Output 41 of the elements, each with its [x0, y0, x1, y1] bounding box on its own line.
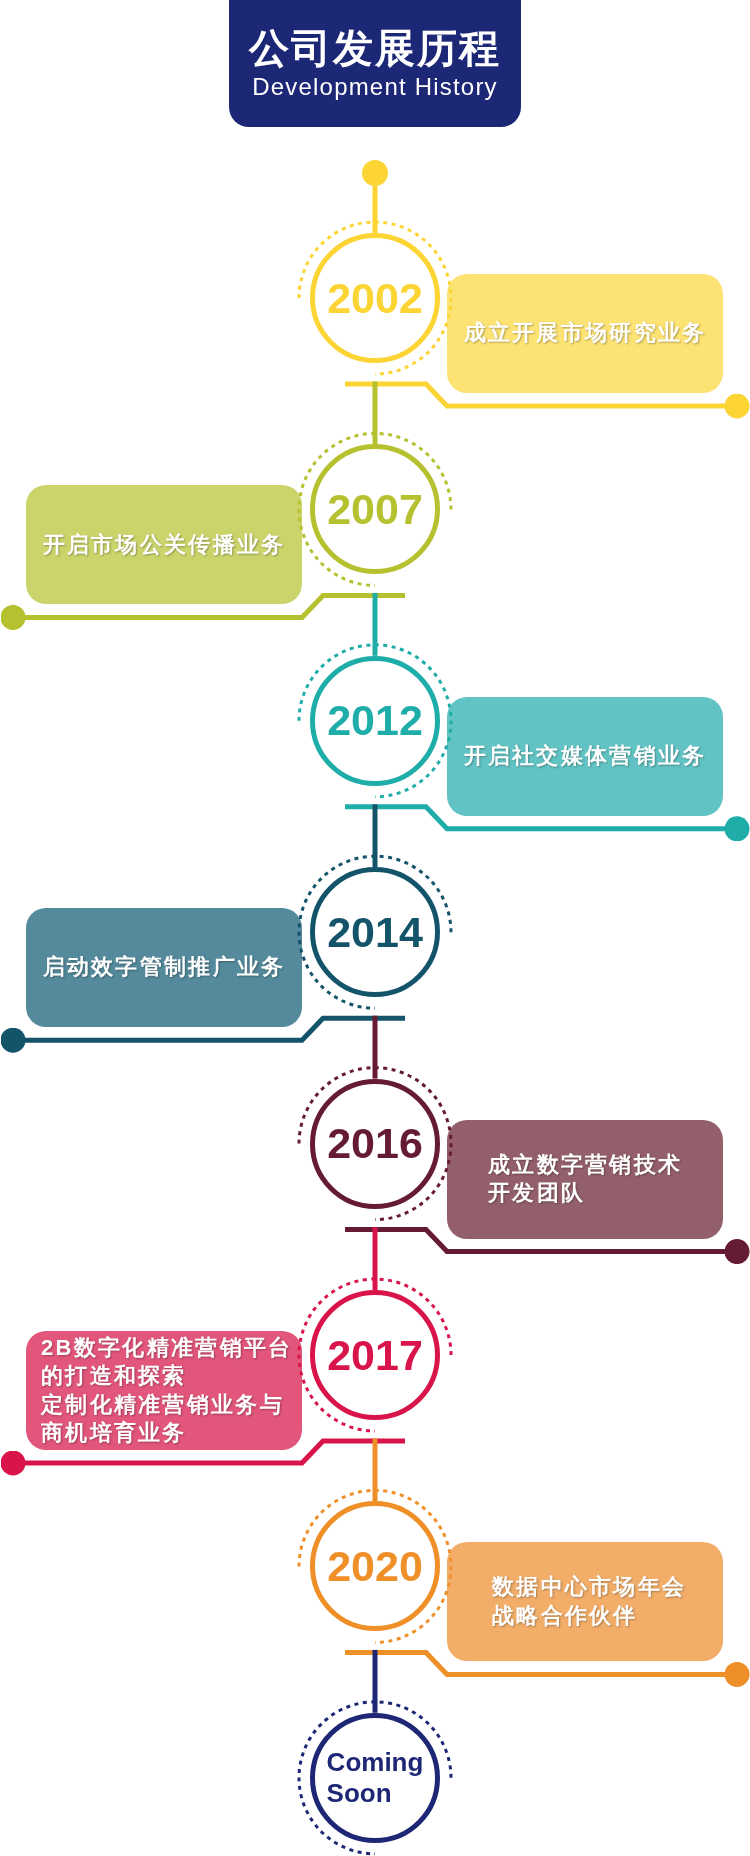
- connector-line: [345, 381, 750, 419]
- event-text: 定制化精准营销业务与商机培育业务: [41, 1390, 285, 1447]
- timeline-line: [372, 1227, 378, 1290]
- connector-line: [0, 592, 405, 630]
- subtitle: Development History: [252, 72, 498, 102]
- circle-label: Coming Soon: [326, 1746, 424, 1809]
- year-label: 2020: [327, 1544, 423, 1588]
- timeline-line: [372, 1649, 378, 1713]
- timeline-line: [372, 1015, 378, 1079]
- connector-line: [0, 1015, 405, 1053]
- year-label: 2016: [327, 1122, 423, 1166]
- year-label: 2007: [327, 487, 423, 531]
- event-card: [447, 696, 723, 816]
- timeline-line: [372, 804, 378, 868]
- event-text: 数据中心市场年会战略合作伙伴: [492, 1573, 688, 1630]
- event-text: 开启市场公关传播业务: [42, 530, 286, 559]
- event-card: [26, 485, 302, 605]
- year-label: 2002: [327, 276, 423, 320]
- event-text: 成立开展市场研究业务: [463, 319, 707, 348]
- title: 公司发展历程: [249, 25, 501, 72]
- event-card: [447, 1119, 723, 1239]
- timeline-line: [372, 592, 378, 656]
- connector-line: [0, 1438, 405, 1476]
- connector-line: [345, 804, 750, 842]
- year-label: 2014: [327, 910, 423, 954]
- event-card: [26, 1331, 302, 1450]
- event-text: 开启社交媒体营销业务: [463, 742, 707, 771]
- event-text: 启动效字管制推广业务: [42, 953, 286, 982]
- event-card: [447, 274, 723, 393]
- year-label: 2017: [327, 1333, 423, 1377]
- timeline-line: [372, 186, 378, 233]
- connector-line: [345, 1649, 750, 1687]
- event-card: [26, 908, 302, 1028]
- event-text: 成立数字营销技术开发团队: [488, 1150, 684, 1208]
- timeline-line: [372, 381, 378, 445]
- timeline-dot: [362, 160, 388, 186]
- event-card: [447, 1542, 723, 1662]
- connector-line: [345, 1227, 750, 1265]
- event-text: 2B数字化精准营销平台的打造和探索: [41, 1333, 294, 1390]
- year-label: 2012: [327, 699, 423, 743]
- timeline-line: [372, 1438, 378, 1502]
